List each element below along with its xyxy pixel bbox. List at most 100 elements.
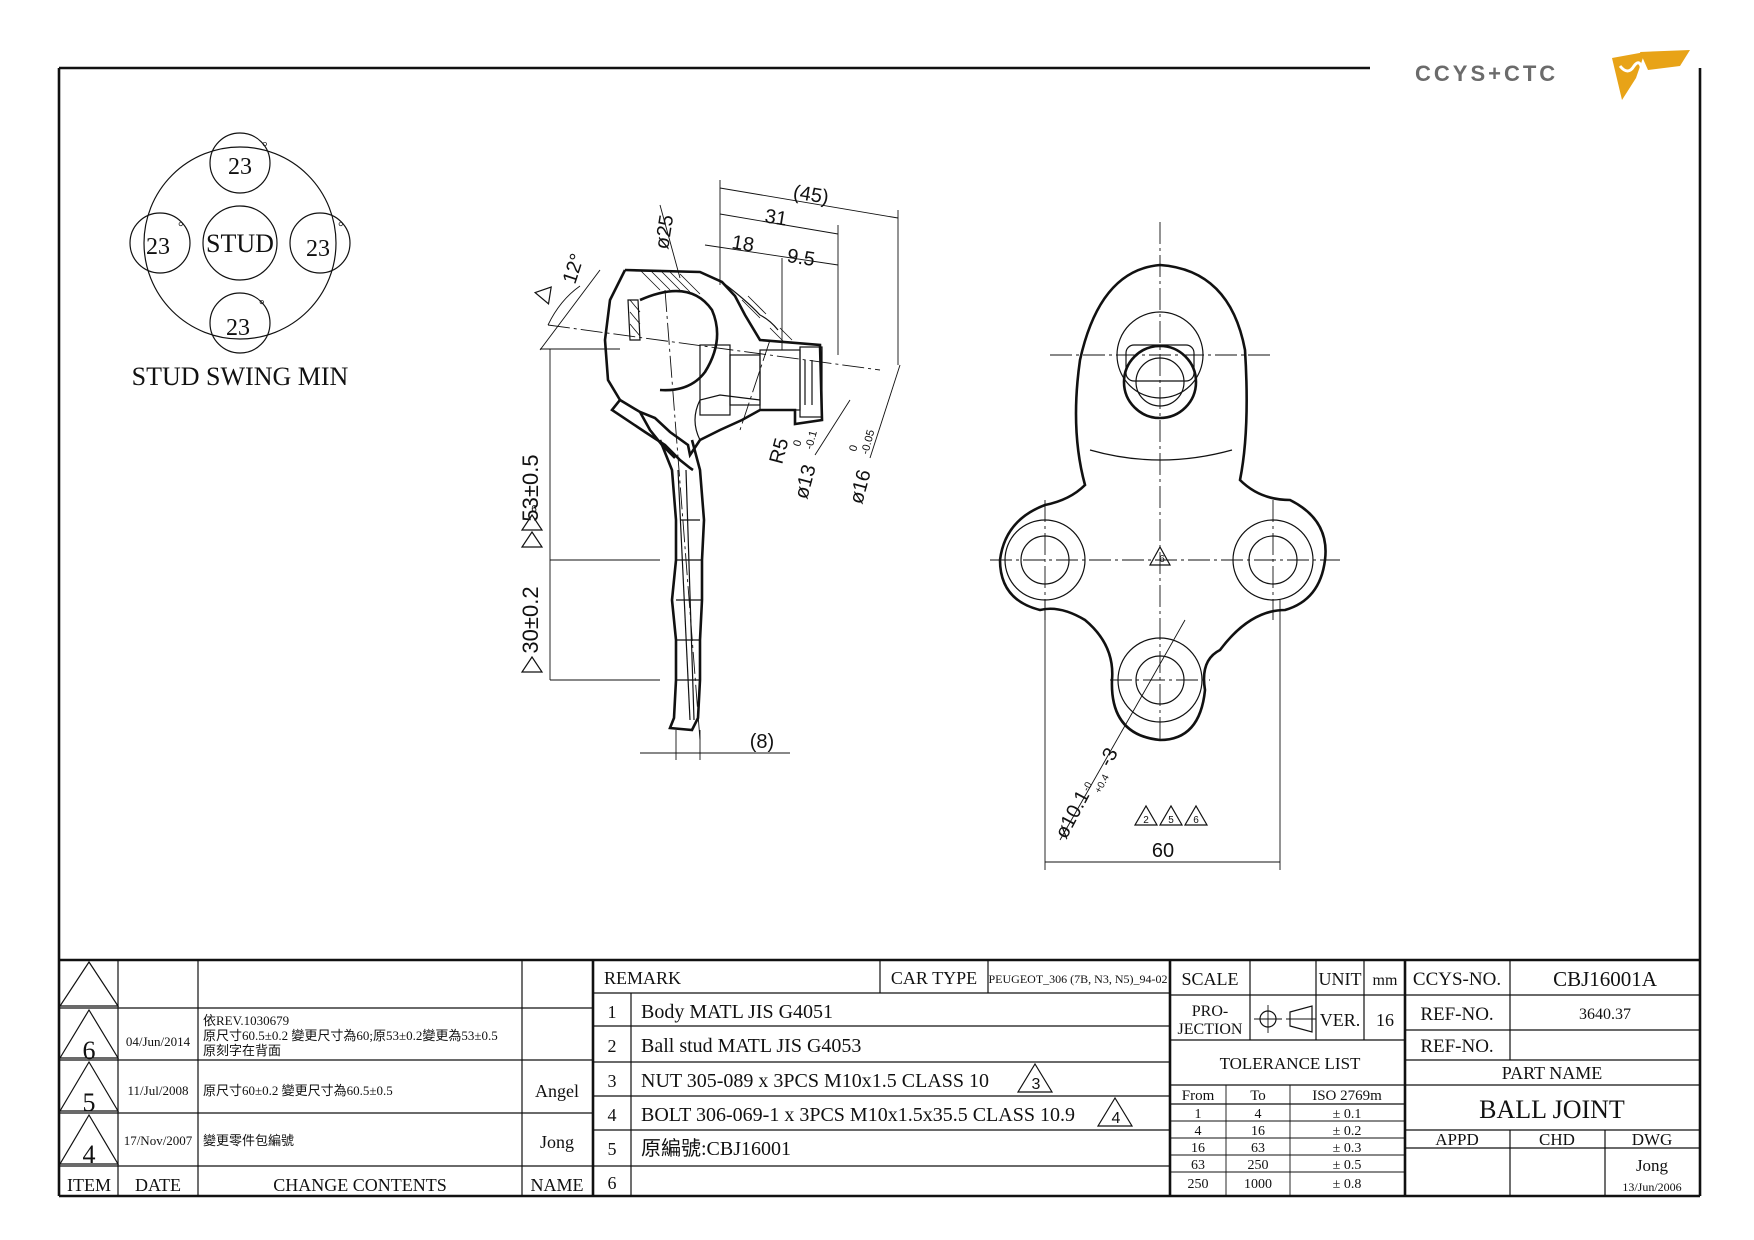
tol-5-to: 1000 bbox=[1244, 1177, 1272, 1192]
drawn-date: 13/Jun/2006 bbox=[1622, 1180, 1681, 1194]
dim-45: (45) bbox=[792, 181, 831, 208]
remark-3-mark: 3 bbox=[1032, 1076, 1041, 1093]
ccys-no-label: CCYS-NO. bbox=[1413, 969, 1501, 990]
rev-4-date: 17/Nov/2007 bbox=[124, 1133, 193, 1148]
dim-18: 18 bbox=[730, 231, 755, 256]
remark-1-text: Body MATL JIS G4051 bbox=[641, 1001, 833, 1023]
front-view: 6 ø10.1 +0.4 -0 -3 2 5 6 60 bbox=[990, 222, 1340, 870]
dim-dia-16-tol-upper: 0 bbox=[847, 444, 860, 453]
swing-left-value: 23 bbox=[146, 234, 170, 260]
rev-marker-5: 5 bbox=[1168, 815, 1174, 826]
rev-6-item: 6 bbox=[83, 1036, 96, 1065]
swing-bottom-value: 23 bbox=[226, 315, 250, 341]
rev-5-item: 5 bbox=[83, 1088, 96, 1117]
tol-2-from: 4 bbox=[1195, 1124, 1202, 1139]
rev-4-line-1: 變更零件包編號 bbox=[203, 1133, 294, 1148]
rev-4-item: 4 bbox=[83, 1140, 96, 1169]
swing-top-degree: ° bbox=[262, 140, 268, 155]
swing-right-value: 23 bbox=[306, 236, 330, 262]
remark-5-text: 原編號:CBJ16001 bbox=[641, 1137, 791, 1160]
ver-label: VER. bbox=[1320, 1010, 1361, 1030]
dim-dia-13-tol-upper: 0 bbox=[791, 439, 804, 448]
rev-4-name: Jong bbox=[540, 1132, 574, 1152]
angle-12: 12° bbox=[559, 251, 589, 287]
tol-4-value: ± 0.5 bbox=[1333, 1158, 1362, 1173]
dim-9-5: 9.5 bbox=[785, 245, 816, 271]
projection-label-2: JECTION bbox=[1178, 1021, 1243, 1038]
remark-2-text: Ball stud MATL JIS G4053 bbox=[641, 1035, 861, 1057]
remark-6-no: 6 bbox=[608, 1173, 617, 1193]
tol-5-value: ± 0.8 bbox=[1333, 1177, 1362, 1192]
rev-marker-2: 2 bbox=[1143, 815, 1149, 826]
dim-dia-13: ø13 bbox=[791, 462, 821, 501]
tol-header-iso: ISO 2769m bbox=[1312, 1088, 1382, 1104]
remark-4-text: BOLT 306-069-1 x 3PCS M10x1.5x35.5 CLASS… bbox=[641, 1104, 1075, 1126]
rev-5-name: Angel bbox=[535, 1081, 579, 1101]
remark-4-no: 4 bbox=[608, 1105, 617, 1125]
rev-header-name: NAME bbox=[531, 1175, 584, 1195]
tol-2-to: 16 bbox=[1251, 1124, 1265, 1139]
tol-1-from: 1 bbox=[1195, 1107, 1202, 1122]
rev-6-date: 04/Jun/2014 bbox=[126, 1034, 191, 1049]
remark-3-no: 3 bbox=[608, 1071, 617, 1091]
swing-center-label: STUD bbox=[206, 229, 274, 258]
rev-header-date: DATE bbox=[135, 1175, 181, 1195]
remark-5-no: 5 bbox=[608, 1139, 617, 1159]
dim-r5: R5 bbox=[766, 436, 794, 466]
tol-3-to: 63 bbox=[1251, 1141, 1265, 1156]
swing-bottom-degree: ° bbox=[259, 298, 265, 313]
remark-3-text: NUT 305-089 x 3PCS M10x1.5 CLASS 10 bbox=[641, 1070, 989, 1092]
projection-label-1: PRO- bbox=[1192, 1003, 1228, 1020]
swing-left-degree: ° bbox=[178, 220, 184, 235]
rev-6-line-2: 原尺寸60.5±0.2 變更尺寸為60;原53±0.2變更為53±0.5 bbox=[203, 1028, 498, 1043]
dim-dia-25: ø25 bbox=[651, 213, 678, 250]
logo-text: CCYS+CTC bbox=[1415, 61, 1558, 86]
info-text: SCALE UNIT mm PRO- JECTION VER. 16 TOLER… bbox=[1178, 967, 1682, 1194]
front-rev-6-marker: 6 bbox=[1159, 554, 1165, 565]
title-block bbox=[58, 958, 1700, 1196]
tol-1-value: ± 0.1 bbox=[1333, 1107, 1362, 1122]
rev-6-line-1: 依REV.1030679 bbox=[203, 1013, 289, 1028]
tol-header-to: To bbox=[1250, 1088, 1266, 1104]
stud-swing-diagram: STUD 23 ° 23 ° 23 ° 23 ° STUD SWING MIN bbox=[129, 132, 351, 391]
car-type-label: CAR TYPE bbox=[891, 968, 977, 988]
chd-label: CHD bbox=[1539, 1130, 1575, 1149]
drawn-by: Jong bbox=[1636, 1156, 1669, 1175]
swing-top-value: 23 bbox=[228, 154, 252, 180]
car-type-value: PEUGEOT_306 (7B, N3, N5)_94-02 bbox=[989, 972, 1168, 986]
tol-4-to: 250 bbox=[1248, 1158, 1269, 1173]
dim-60: 60 bbox=[1152, 840, 1174, 862]
ref-no-label-1: REF-NO. bbox=[1420, 1004, 1493, 1025]
rev-6-marker: 6 bbox=[531, 504, 537, 515]
ref-no-value-1: 3640.37 bbox=[1579, 1006, 1631, 1023]
swing-right-degree: ° bbox=[338, 220, 344, 235]
tol-3-from: 16 bbox=[1191, 1141, 1205, 1156]
dim-8: (8) bbox=[750, 731, 774, 753]
dwg-label: DWG bbox=[1632, 1130, 1673, 1149]
unit-label: UNIT bbox=[1319, 969, 1362, 989]
dim-qty: -3 bbox=[1095, 744, 1123, 770]
rev-marker-6: 6 bbox=[1193, 815, 1199, 826]
scale-label: SCALE bbox=[1181, 969, 1238, 989]
remark-header: REMARK bbox=[604, 968, 681, 988]
remarks-text: REMARK CAR TYPE PEUGEOT_306 (7B, N3, N5)… bbox=[604, 968, 1168, 1193]
dim-dia-10-1-tol-upper: +0.4 bbox=[1093, 772, 1112, 795]
tol-header-from: From bbox=[1182, 1088, 1215, 1104]
dim-dia-10-1: ø10.1 bbox=[1051, 787, 1094, 842]
rev-6-line-3: 原刻字在背面 bbox=[203, 1043, 281, 1058]
tol-2-value: ± 0.2 bbox=[1333, 1124, 1362, 1139]
dim-31: 31 bbox=[763, 205, 788, 230]
swing-title: STUD SWING MIN bbox=[132, 362, 349, 391]
appd-label: APPD bbox=[1435, 1130, 1478, 1149]
dim-53: 53±0.5 bbox=[518, 454, 543, 521]
rev-5-date: 11/Jul/2008 bbox=[128, 1083, 189, 1098]
remark-1-no: 1 bbox=[608, 1002, 617, 1022]
ver-value: 16 bbox=[1376, 1010, 1394, 1030]
tol-3-value: ± 0.3 bbox=[1333, 1141, 1362, 1156]
tolerance-title: TOLERANCE LIST bbox=[1220, 1054, 1361, 1073]
part-name-value: BALL JOINT bbox=[1479, 1095, 1625, 1124]
rev-header-contents: CHANGE CONTENTS bbox=[273, 1175, 447, 1195]
part-name-label: PART NAME bbox=[1502, 1063, 1602, 1083]
side-view: (45) 31 18 9.5 ø25 12° 53±0.5 6 30±0.2 R… bbox=[518, 180, 901, 760]
